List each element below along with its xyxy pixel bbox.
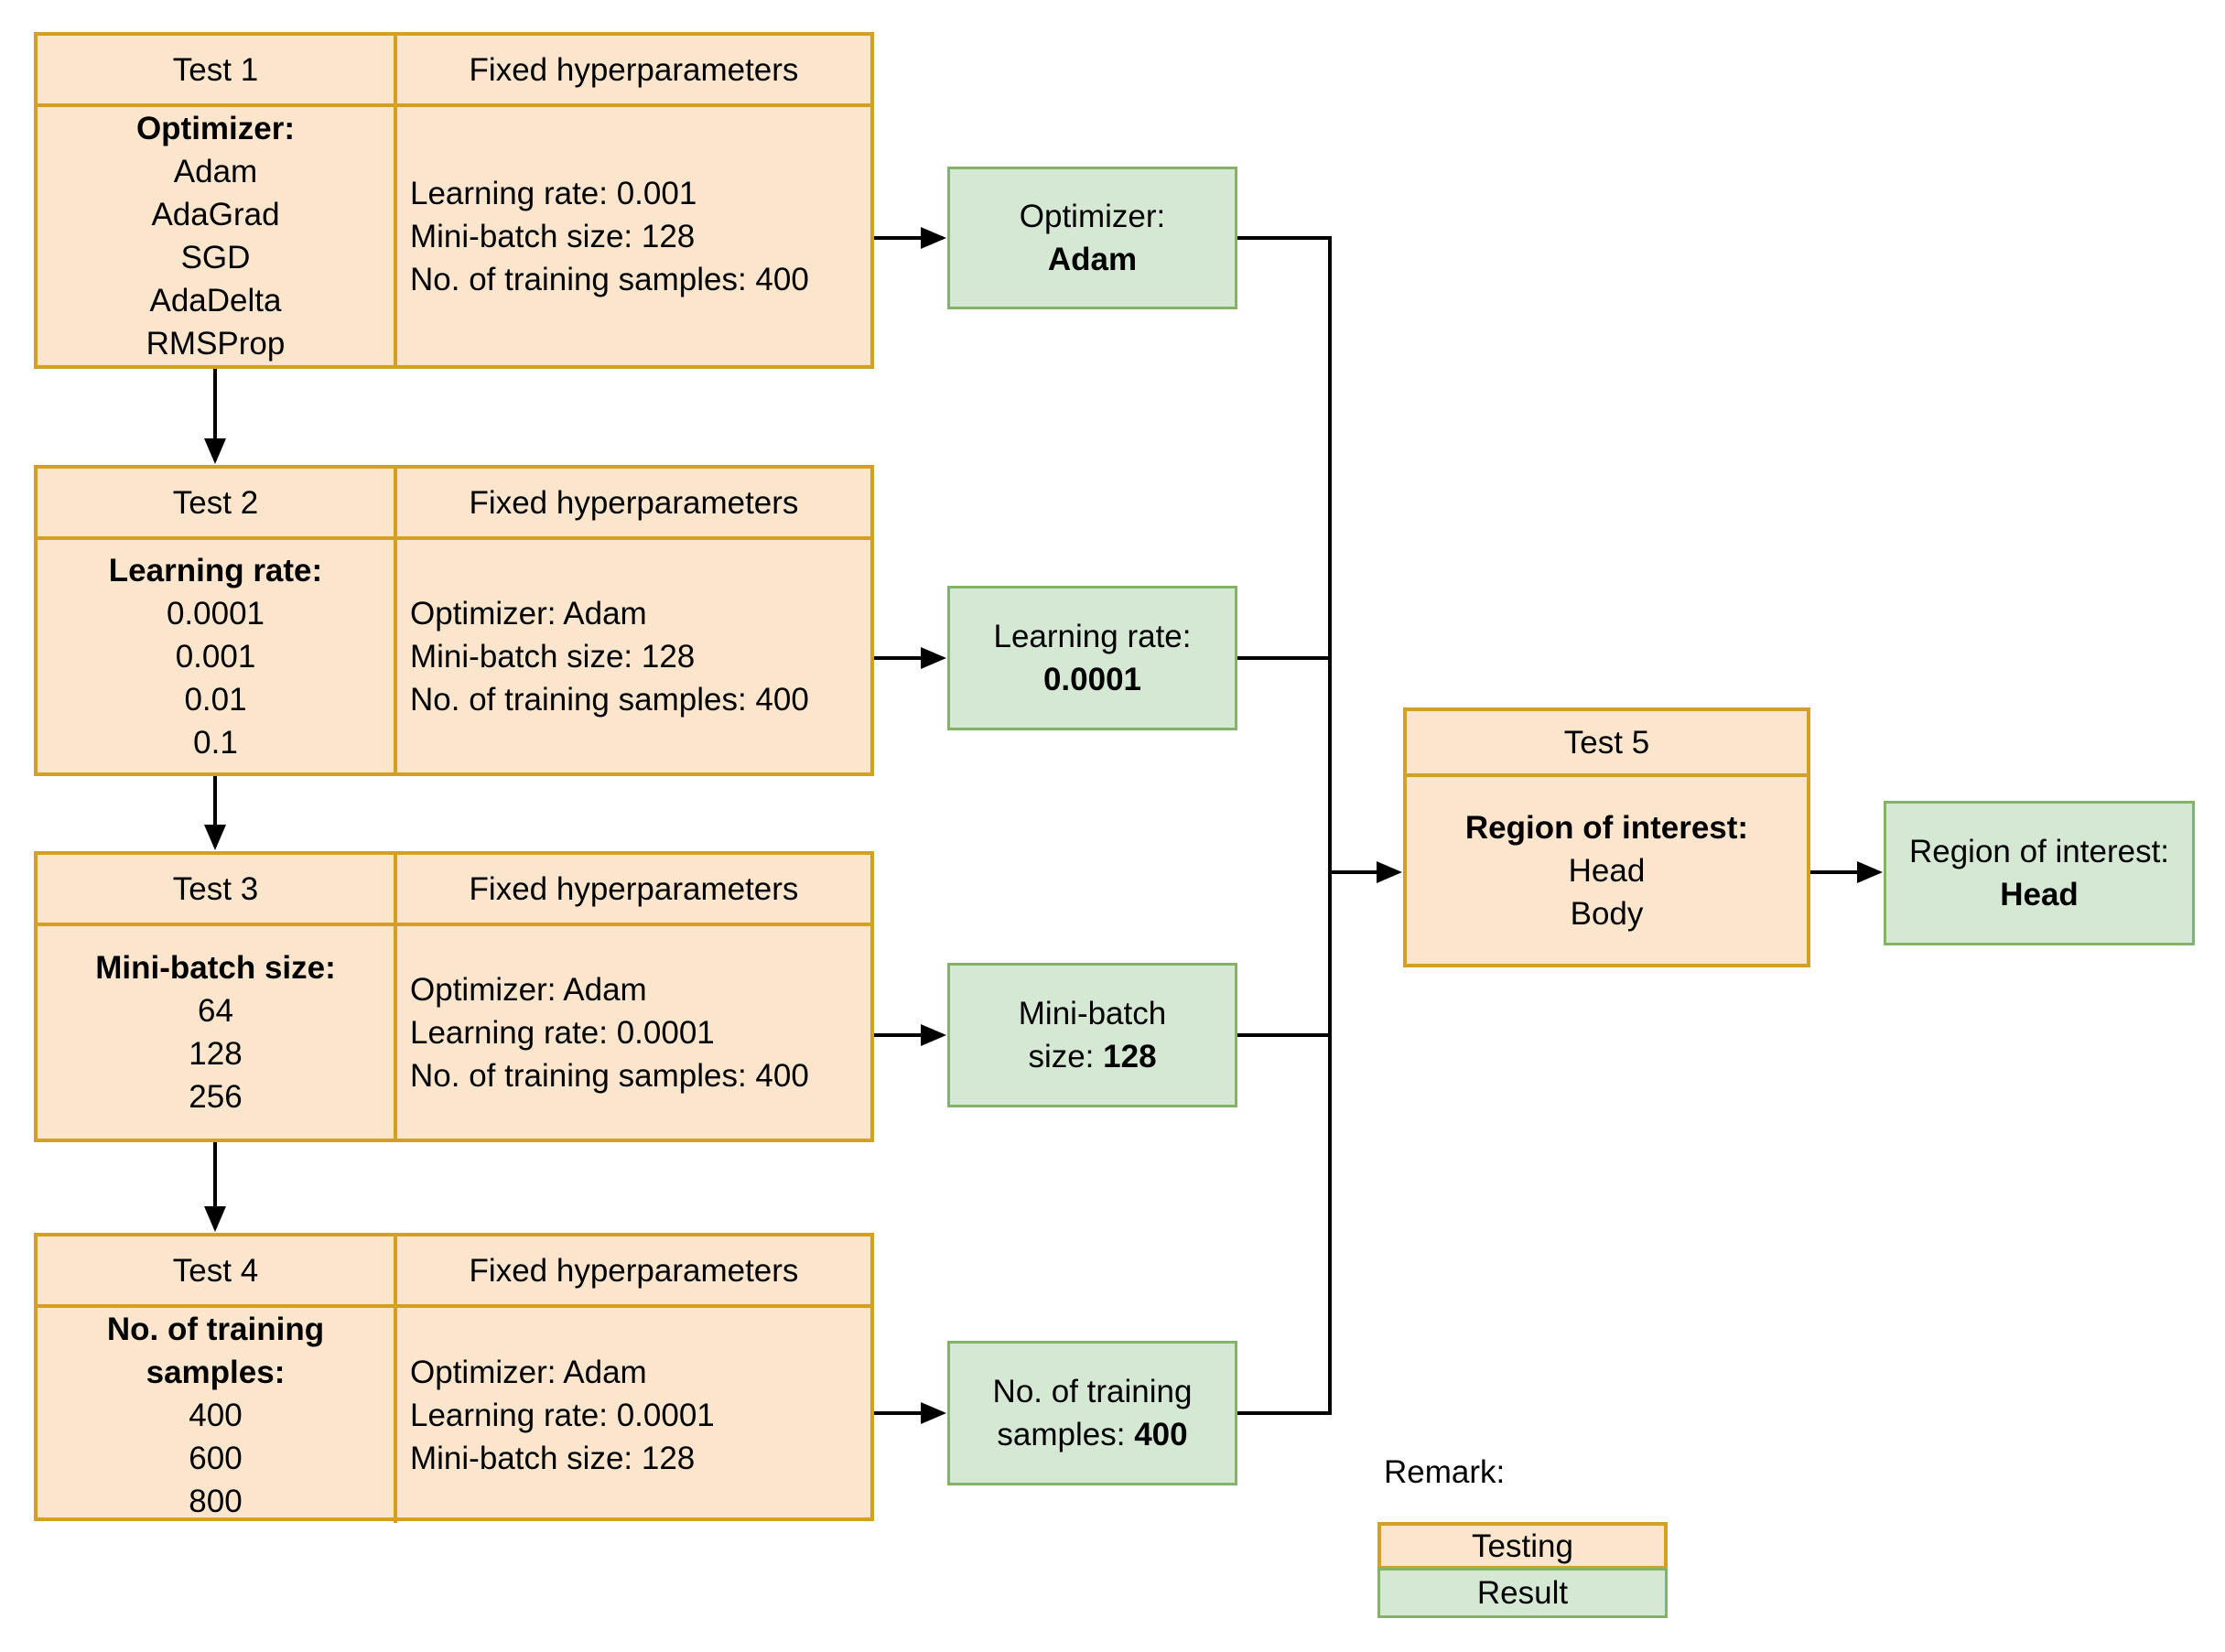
test5-table: Test 5 Region of interest: Head Body — [1403, 707, 1810, 967]
result-learning-rate-value: 0.0001 — [1042, 662, 1142, 697]
test2-fixed-values: Optimizer: Adam Mini-batch size: 128 No.… — [410, 595, 809, 718]
test1-fixed-cell: Learning rate: 0.001 Mini-batch size: 12… — [397, 107, 870, 365]
test4-fixed-values: Optimizer: Adam Learning rate: 0.0001 Mi… — [410, 1355, 715, 1476]
result-mini-batch-value-line: size: 128 — [1028, 1035, 1156, 1078]
test2-options: 0.0001 0.001 0.01 0.1 — [166, 595, 265, 761]
result-learning-rate-value-line: 0.0001 — [1043, 658, 1141, 701]
test3-variable-label: Mini-batch size: — [95, 950, 336, 986]
result-training-samples-value: 400 — [1134, 1417, 1188, 1452]
test2-table: Test 2 Fixed hyperparameters Learning ra… — [34, 465, 874, 776]
test2-fixed-cell: Optimizer: Adam Mini-batch size: 128 No.… — [397, 540, 870, 772]
result-training-samples-prefix: samples: — [997, 1417, 1135, 1452]
test3-table: Test 3 Fixed hyperparameters Mini-batch … — [34, 851, 874, 1142]
test4-table: Test 4 Fixed hyperparameters No. of trai… — [34, 1233, 874, 1523]
final-result-label: Region of interest: — [1908, 834, 2170, 869]
test4-variables-cell: No. of training samples: 400 600 800 — [38, 1308, 397, 1523]
legend-title: Remark: — [1384, 1454, 1506, 1490]
test5-variable-label: Region of interest: — [1464, 809, 1749, 846]
test4-fixed-header: Fixed hyperparameters — [397, 1236, 870, 1308]
final-result-box: Region of interest: Head — [1884, 801, 2195, 945]
result-optimizer-value: Adam — [1047, 242, 1138, 277]
test2-fixed-header: Fixed hyperparameters — [397, 469, 870, 540]
test4-options: 400 600 800 — [189, 1398, 243, 1519]
result-learning-rate-box: Learning rate: 0.0001 — [947, 586, 1237, 730]
test1-fixed-values: Learning rate: 0.001 Mini-batch size: 12… — [410, 175, 809, 297]
result-mini-batch-label: Mini-batch — [1018, 996, 1167, 1031]
test5-variables-cell: Region of interest: Head Body — [1407, 777, 1807, 964]
test1-title: Test 1 — [38, 36, 397, 107]
test2-variable-label: Learning rate: — [108, 552, 323, 588]
test2-title: Test 2 — [38, 469, 397, 540]
test3-variables-cell: Mini-batch size: 64 128 256 — [38, 926, 397, 1139]
test5-title: Test 5 — [1407, 711, 1807, 777]
result-training-samples-box: No. of training samples: 400 — [947, 1341, 1237, 1485]
test4-variable-label: No. of training samples: — [106, 1312, 325, 1390]
test2-variables-cell: Learning rate: 0.0001 0.001 0.01 0.1 — [38, 540, 397, 772]
test4-fixed-cell: Optimizer: Adam Learning rate: 0.0001 Mi… — [397, 1308, 870, 1523]
final-result-value: Head — [2000, 877, 2079, 912]
legend-testing-swatch: Testing — [1377, 1522, 1668, 1570]
test1-fixed-header: Fixed hyperparameters — [397, 36, 870, 107]
test3-fixed-values: Optimizer: Adam Learning rate: 0.0001 No… — [410, 971, 809, 1094]
test3-options: 64 128 256 — [189, 993, 243, 1115]
result-learning-rate-label: Learning rate: — [993, 619, 1192, 654]
result-mini-batch-prefix: size: — [1028, 1039, 1104, 1074]
test5-options: Head Body — [1568, 852, 1646, 932]
result-optimizer-label: Optimizer: — [1019, 199, 1166, 234]
test3-title: Test 3 — [38, 855, 397, 926]
test3-fixed-header: Fixed hyperparameters — [397, 855, 870, 926]
result-mini-batch-box: Mini-batch size: 128 — [947, 963, 1237, 1107]
result-optimizer-value-line: Adam — [1048, 238, 1137, 281]
result-mini-batch-value: 128 — [1103, 1039, 1157, 1074]
test3-fixed-cell: Optimizer: Adam Learning rate: 0.0001 No… — [397, 926, 870, 1139]
legend-result-swatch: Result — [1377, 1568, 1668, 1618]
test4-title: Test 4 — [38, 1236, 397, 1308]
test1-variable-label: Optimizer: — [135, 111, 296, 146]
result-optimizer-box: Optimizer: Adam — [947, 167, 1237, 309]
result-training-samples-value-line: samples: 400 — [997, 1413, 1187, 1456]
result-training-samples-label: No. of training — [992, 1374, 1193, 1409]
test1-table: Test 1 Fixed hyperparameters Optimizer: … — [34, 32, 874, 369]
test1-options: Adam AdaGrad SGD AdaDelta RMSProp — [146, 154, 286, 362]
test1-variables-cell: Optimizer: Adam AdaGrad SGD AdaDelta RMS… — [38, 107, 397, 365]
